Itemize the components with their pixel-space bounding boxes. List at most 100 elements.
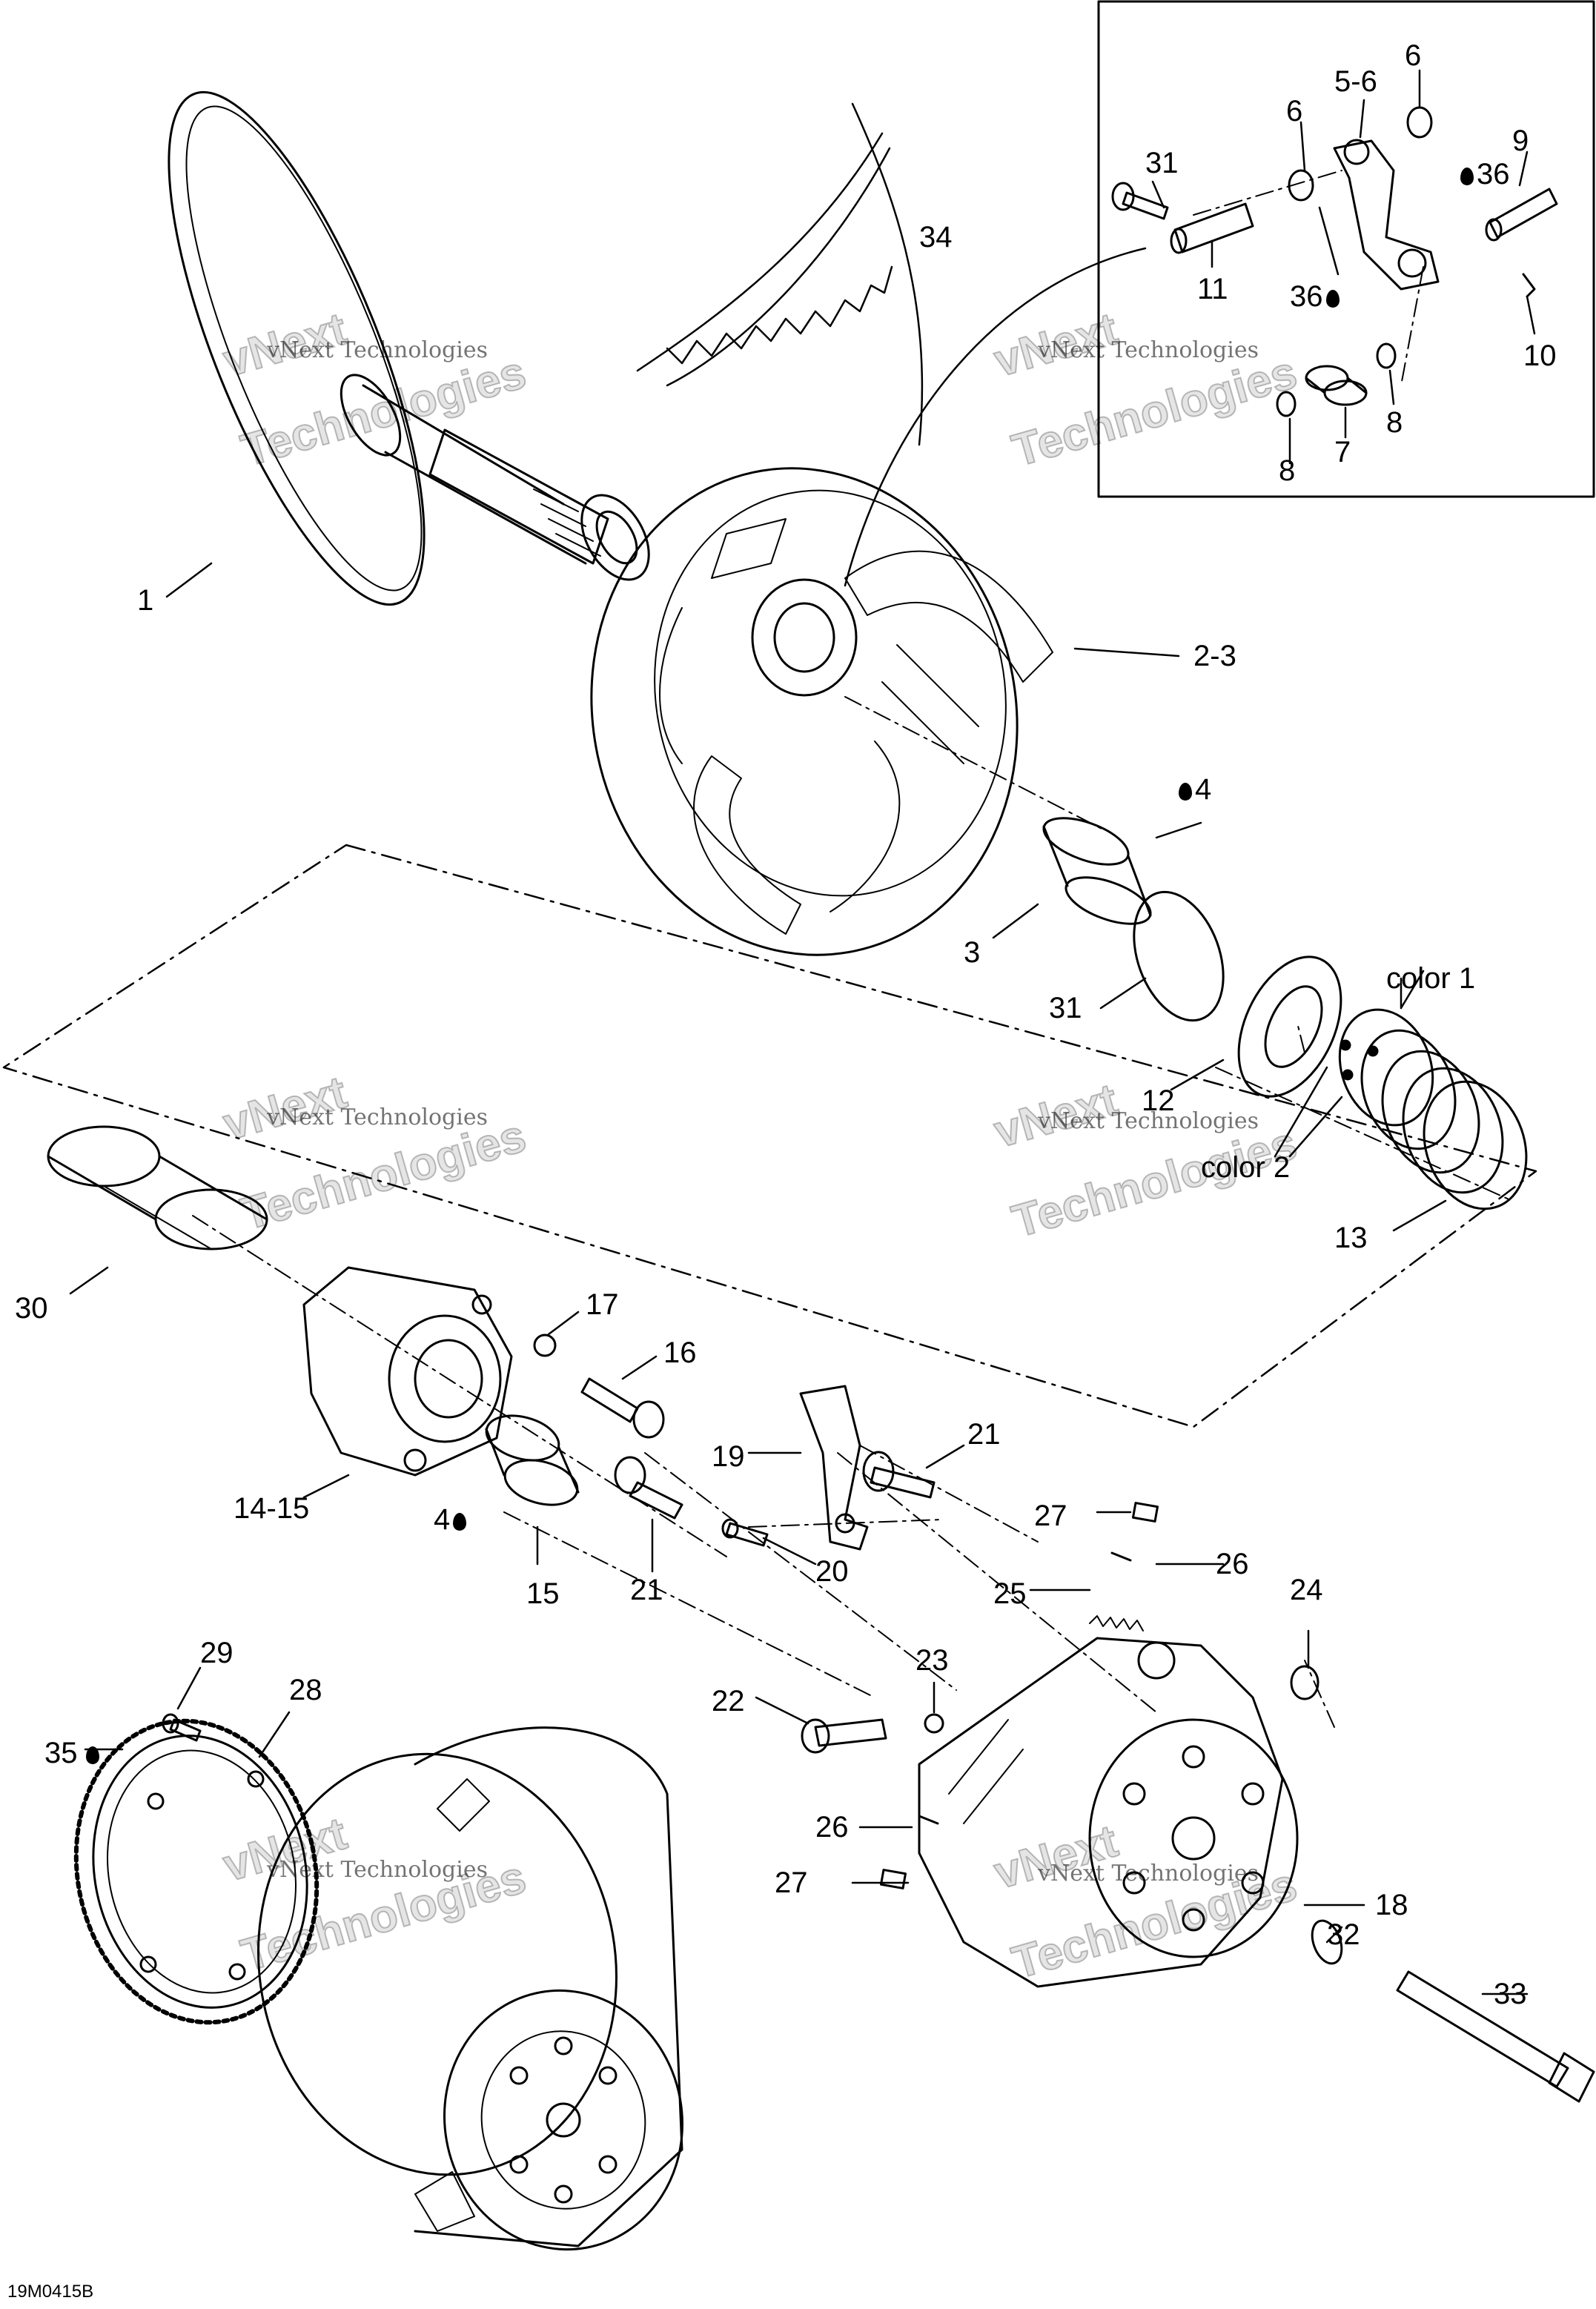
callout-36-left: 36	[1290, 282, 1340, 311]
callout-23: 23	[915, 1644, 949, 1677]
washer-26-lower	[918, 1815, 939, 1825]
nut-24	[1290, 1665, 1319, 1700]
callout-35-text: 35	[44, 1737, 78, 1769]
lever-19	[799, 1385, 869, 1551]
oil-drop-icon	[85, 1746, 99, 1764]
callout-36-right-text: 36	[1477, 158, 1510, 191]
sleeve-30	[47, 1125, 268, 1250]
bushing-3	[1042, 817, 1152, 925]
washer-26-upper	[1110, 1551, 1132, 1562]
inset-bolt-31	[1111, 182, 1169, 220]
watermark-text: vNext Technologies	[267, 1857, 489, 1883]
watermark-text: vNext Technologies	[1038, 1861, 1259, 1886]
drive-belt	[636, 102, 924, 446]
roller-27-lower	[879, 1869, 907, 1889]
callout-28: 28	[289, 1674, 322, 1706]
assembled-clutch	[257, 1726, 683, 2251]
callout-color-1: color 1	[1386, 962, 1476, 995]
oil-drop-icon	[1325, 290, 1340, 308]
callout-27-upper: 27	[1034, 1500, 1067, 1532]
callout-21-upper: 21	[967, 1418, 1001, 1451]
callout-4-upper: 4	[1179, 775, 1211, 804]
callout-26-lower: 26	[815, 1811, 849, 1843]
watermark-text: vNext Technologies	[267, 337, 489, 363]
callout-11: 11	[1197, 273, 1228, 305]
inset-cotter-10	[1522, 273, 1536, 298]
callout-13: 13	[1334, 1222, 1368, 1254]
callout-26-upper: 26	[1216, 1548, 1249, 1580]
bushing-15	[485, 1414, 580, 1506]
callout-31-inset: 31	[1145, 147, 1179, 179]
callout-5-6: 5-6	[1334, 65, 1377, 98]
washer-23	[924, 1713, 944, 1734]
callout-22: 22	[712, 1685, 745, 1717]
inset-leader-curve	[844, 247, 1147, 587]
callout-36-right: 36	[1460, 159, 1510, 189]
washer-12	[1237, 955, 1342, 1098]
callout-33: 33	[1494, 1978, 1527, 2010]
callout-20: 20	[815, 1555, 849, 1588]
callout-2-3: 2-3	[1193, 640, 1236, 672]
roller-27-upper	[1131, 1502, 1159, 1523]
pin-20	[721, 1518, 769, 1547]
callout-27-lower: 27	[775, 1866, 808, 1899]
oil-drop-icon	[1179, 783, 1192, 801]
callout-8-right: 8	[1386, 406, 1403, 439]
bolt-33	[1396, 1970, 1595, 2103]
inset-bushing-7	[1305, 365, 1368, 406]
callout-6-right: 6	[1405, 39, 1422, 72]
spider-14	[302, 1266, 513, 1477]
callout-7: 7	[1334, 436, 1351, 468]
callout-8-left: 8	[1279, 454, 1296, 487]
inset-frame	[1097, 0, 1595, 498]
callout-4-lower: 4	[434, 1503, 467, 1536]
inset-washer-8b	[1376, 342, 1397, 369]
washer-17	[533, 1334, 557, 1357]
callout-17: 17	[586, 1288, 619, 1321]
callout-30: 30	[15, 1292, 48, 1325]
spring-25	[1089, 1615, 1144, 1631]
callout-4-upper-text: 4	[1195, 773, 1212, 806]
screw-29	[162, 1713, 202, 1742]
cover-18	[918, 1637, 1299, 1988]
watermark-text: vNext Technologies	[1038, 1108, 1259, 1134]
callout-25: 25	[993, 1577, 1027, 1610]
spring-13	[1338, 1008, 1528, 1210]
callout-3: 3	[964, 936, 981, 969]
callout-9: 9	[1512, 125, 1529, 157]
fixed-sheave	[168, 90, 650, 606]
screw-16	[580, 1377, 665, 1439]
ring-gear-28	[73, 1718, 319, 2025]
figure-code: 19M0415B	[7, 2282, 94, 2302]
callout-34: 34	[919, 221, 953, 254]
watermark-text: vNext Technologies	[1038, 337, 1259, 363]
callout-6-left: 6	[1286, 95, 1303, 127]
callout-15: 15	[526, 1577, 560, 1610]
inset-washer-6a	[1288, 169, 1314, 202]
callout-18: 18	[1375, 1889, 1408, 1921]
callout-10: 10	[1523, 339, 1557, 372]
watermark-text: vNext Technologies	[267, 1104, 489, 1130]
callout-4-lower-text: 4	[434, 1503, 451, 1536]
shaft-22	[801, 1718, 887, 1754]
movable-sheave	[590, 467, 1053, 956]
screw-21-lower	[614, 1456, 683, 1520]
group-frame	[2, 844, 1537, 1428]
callout-12: 12	[1142, 1084, 1175, 1117]
callout-21-lower: 21	[630, 1574, 663, 1606]
washer-32	[1311, 1919, 1343, 1965]
oil-drop-icon	[1460, 168, 1474, 185]
callout-19: 19	[712, 1440, 745, 1473]
oil-drop-icon	[453, 1513, 467, 1531]
callout-16: 16	[663, 1336, 697, 1369]
callout-35: 35	[44, 1738, 102, 1768]
callout-36-left-text: 36	[1290, 280, 1323, 313]
screw-21-upper	[862, 1451, 936, 1499]
callout-14-15: 14-15	[234, 1492, 310, 1525]
inset-washer-8a	[1276, 391, 1297, 417]
callout-29: 29	[200, 1637, 234, 1669]
callout-31-lower: 31	[1049, 992, 1082, 1024]
inset-arm-5-6	[1333, 139, 1440, 291]
